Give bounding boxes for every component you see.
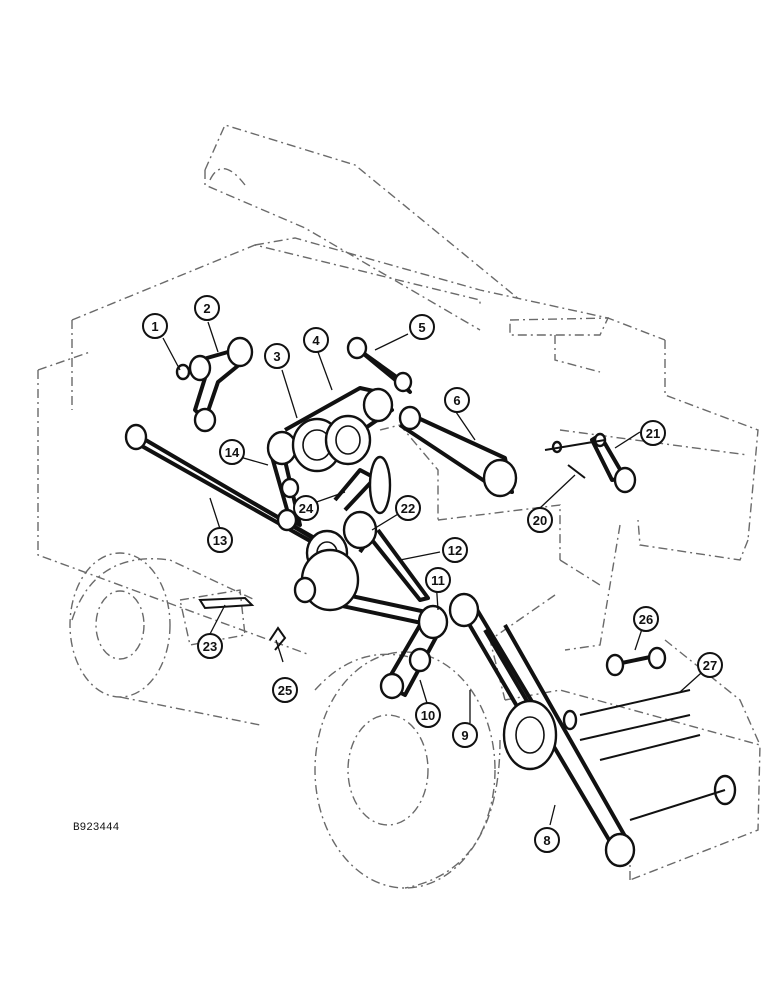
callout-25-label: 25 xyxy=(278,683,292,698)
callout-4-label: 4 xyxy=(312,333,320,348)
belt-6 xyxy=(398,410,514,494)
belt-24 xyxy=(333,468,377,512)
callout-6-label: 6 xyxy=(453,393,460,408)
callout-20: 20 xyxy=(527,507,553,533)
callout-6: 6 xyxy=(444,387,470,413)
callout-23-label: 23 xyxy=(203,639,217,654)
callout-26-label: 26 xyxy=(639,612,653,627)
callout-22: 22 xyxy=(395,495,421,521)
callout-3-label: 3 xyxy=(273,349,280,364)
callout-13-label: 13 xyxy=(213,533,227,548)
callout-12: 12 xyxy=(442,537,468,563)
callout-4: 4 xyxy=(303,327,329,353)
callout-10-label: 10 xyxy=(421,708,435,723)
callout-12-label: 12 xyxy=(448,543,462,558)
callout-14: 14 xyxy=(219,439,245,465)
callout-14-label: 14 xyxy=(225,445,240,460)
figure-id: B923444 xyxy=(73,822,120,834)
callout-10: 10 xyxy=(415,702,441,728)
callout-5-label: 5 xyxy=(418,320,425,335)
callout-22-label: 22 xyxy=(401,501,415,516)
belt-20 xyxy=(567,464,586,479)
callout-9-label: 9 xyxy=(461,728,468,743)
callout-5: 5 xyxy=(409,314,435,340)
callout-2-label: 2 xyxy=(203,301,210,316)
callout-1-label: 1 xyxy=(151,319,158,334)
belt-27 xyxy=(579,689,691,716)
callout-21-label: 21 xyxy=(646,426,660,441)
callout-27-label: 27 xyxy=(703,658,717,673)
callout-24-label: 24 xyxy=(299,501,314,516)
callout-11-label: 11 xyxy=(431,573,445,588)
callout-23: 23 xyxy=(197,633,223,659)
belt-12 xyxy=(366,528,430,602)
callout-2: 2 xyxy=(194,295,220,321)
callout-27: 27 xyxy=(697,652,723,678)
callout-24: 24 xyxy=(293,495,319,521)
pulley-group xyxy=(124,336,737,868)
callout-8: 8 xyxy=(534,827,560,853)
callout-1: 1 xyxy=(142,313,168,339)
callout-3: 3 xyxy=(264,343,290,369)
callout-25: 25 xyxy=(272,677,298,703)
callout-9: 9 xyxy=(452,722,478,748)
callout-13: 13 xyxy=(207,527,233,553)
callout-11: 11 xyxy=(425,567,451,593)
callout-26: 26 xyxy=(633,606,659,632)
callout-20-label: 20 xyxy=(533,513,547,528)
callout-8-label: 8 xyxy=(543,833,550,848)
callout-21: 21 xyxy=(640,420,666,446)
